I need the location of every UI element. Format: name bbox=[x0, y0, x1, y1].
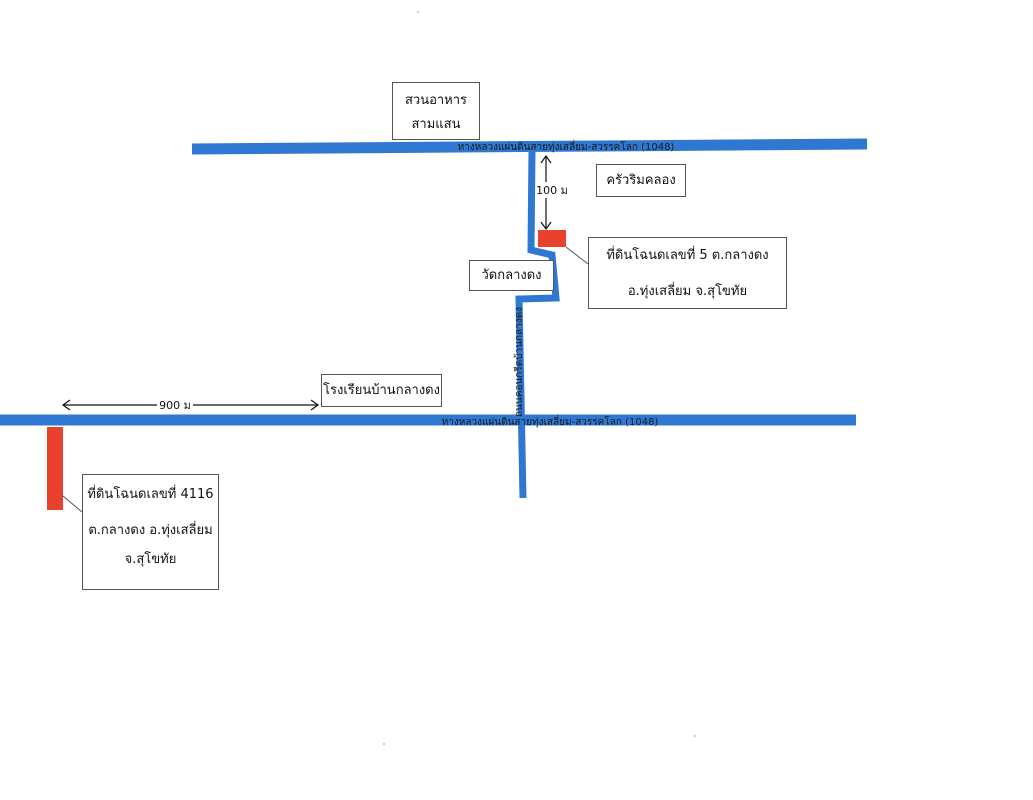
scan-speck bbox=[694, 735, 696, 737]
village-road-label: ถนนคอนกรีตบ้านกลางดง bbox=[513, 307, 525, 417]
parcel-5-line2: อ.ทุ่งเสลี่ยม จ.สุโขทัย bbox=[627, 283, 748, 299]
lower-distance-arrow bbox=[61, 399, 320, 411]
school-label: โรงเรียนบ้านกลางดง bbox=[321, 374, 442, 407]
upper-distance-label: 100 ม bbox=[536, 184, 568, 197]
parcel-4116-callout: ที่ดินโฉนดเลขที่ 4116 ต.กลางดง อ.ทุ่งเสล… bbox=[82, 474, 219, 590]
temple-name: วัดกลางดง bbox=[481, 268, 542, 283]
scan-speck bbox=[417, 11, 419, 13]
parcel-5-callout: ที่ดินโฉนดเลขที่ 5 ต.กลางดง อ.ทุ่งเสลี่ย… bbox=[588, 237, 787, 309]
upper-highway-label: ทางหลวงแผ่นดินสายทุ่งเสลี่ยม-สวรรคโลก (1… bbox=[458, 139, 675, 153]
village-road bbox=[515, 149, 560, 499]
lower-highway-label: ทางหลวงแผ่นดินสายทุ่งเสลี่ยม-สวรรคโลก (1… bbox=[442, 414, 659, 428]
parcel-4116-marker bbox=[47, 427, 63, 510]
upper-highway bbox=[191, 138, 868, 155]
restaurant-label: สวนอาหาร สามแสน bbox=[392, 82, 480, 140]
parcel-4116-line2: ต.กลางดง อ.ทุ่งเสลี่ยม bbox=[88, 522, 213, 538]
temple-label: วัดกลางดง bbox=[469, 260, 554, 291]
scan-speck bbox=[383, 743, 385, 745]
restaurant-name-line2: สามแสน bbox=[411, 116, 461, 132]
parcel-4116-line1: ที่ดินโฉนดเลขที่ 4116 bbox=[87, 487, 214, 502]
parcel-4116-line3: จ.สุโขทัย bbox=[124, 552, 177, 568]
lower-distance-label: 900 ม bbox=[159, 399, 191, 412]
parcel-5-line1: ที่ดินโฉนดเลขที่ 5 ต.กลางดง bbox=[606, 248, 769, 263]
school-name: โรงเรียนบ้านกลางดง bbox=[323, 383, 440, 398]
restaurant-name-line1: สวนอาหาร bbox=[404, 93, 468, 108]
upper-distance-arrow bbox=[540, 154, 552, 231]
parcel-4116-pointer bbox=[62, 495, 83, 513]
kitchen-label: ครัวริมคลอง bbox=[596, 164, 686, 197]
parcel-5-pointer bbox=[565, 246, 589, 265]
parcel-5-marker bbox=[538, 230, 566, 247]
kitchen-name: ครัวริมคลอง bbox=[606, 173, 676, 188]
